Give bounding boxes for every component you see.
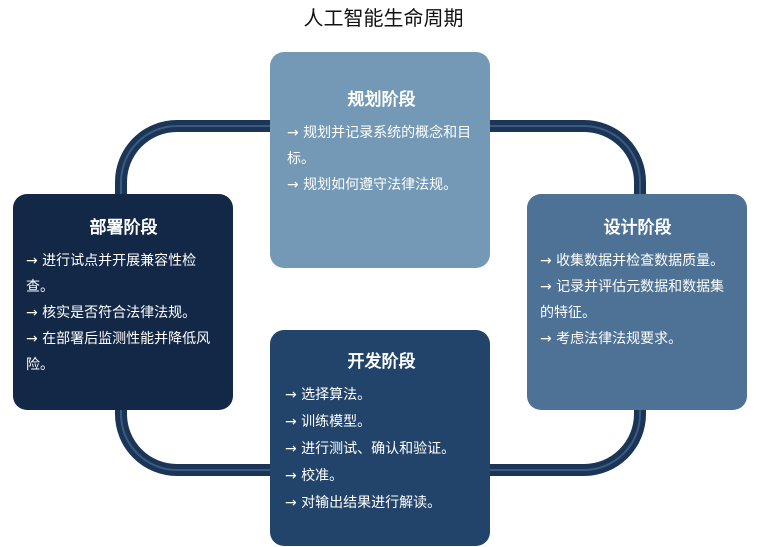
- bullet-item: → 进行试点并开展兼容性检查。: [26, 253, 197, 295]
- bullet-item: → 校准。: [285, 468, 344, 484]
- bullet-item: → 规划如何遵守法律法规。: [287, 177, 458, 193]
- diagram-title: 人工智能生命周期: [303, 6, 464, 30]
- bullet-item: → 考虑法律法规要求。: [540, 331, 683, 347]
- bullet-item: → 在部署后监测性能并降低风险。: [26, 331, 211, 373]
- bullet-item: → 进行测试、确认和验证。: [285, 441, 456, 457]
- stage-bullets-design: → 收集数据并检查数据质量。 → 记录并评估元数据和数据集的特征。 → 考虑法律…: [540, 248, 735, 352]
- bullet-item: → 对输出结果进行解读。: [285, 495, 442, 511]
- bullet-item: → 核实是否符合法律法规。: [26, 305, 197, 321]
- bullet-item: → 记录并评估元数据和数据集的特征。: [540, 279, 725, 321]
- stage-card-deploy: 部署阶段 → 进行试点并开展兼容性检查。 → 核实是否符合法律法规。 → 在部署…: [13, 194, 233, 410]
- stage-bullets-develop: → 选择算法。 → 训练模型。 → 进行测试、确认和验证。 → 校准。 → 对输…: [285, 382, 478, 517]
- stage-title-design: 设计阶段: [603, 218, 672, 238]
- stage-card-plan: 规划阶段 → 规划并记录系统的概念和目标。 → 规划如何遵守法律法规。: [270, 52, 490, 268]
- bullet-item: → 规划并记录系统的概念和目标。: [287, 125, 472, 167]
- stage-card-design: 设计阶段 → 收集数据并检查数据质量。 → 记录并评估元数据和数据集的特征。 →…: [527, 194, 747, 410]
- stage-bullets-plan: → 规划并记录系统的概念和目标。 → 规划如何遵守法律法规。: [287, 120, 476, 198]
- stage-title-plan: 规划阶段: [347, 90, 416, 110]
- stage-title-deploy: 部署阶段: [89, 218, 158, 238]
- stage-bullets-deploy: → 进行试点并开展兼容性检查。 → 核实是否符合法律法规。 → 在部署后监测性能…: [26, 248, 221, 378]
- bullet-item: → 收集数据并检查数据质量。: [540, 253, 725, 269]
- stage-card-develop: 开发阶段 → 选择算法。 → 训练模型。 → 进行测试、确认和验证。 → 校准。…: [270, 330, 490, 546]
- stage-title-develop: 开发阶段: [347, 352, 416, 372]
- bullet-item: → 训练模型。: [285, 414, 372, 430]
- bullet-item: → 选择算法。: [285, 387, 372, 403]
